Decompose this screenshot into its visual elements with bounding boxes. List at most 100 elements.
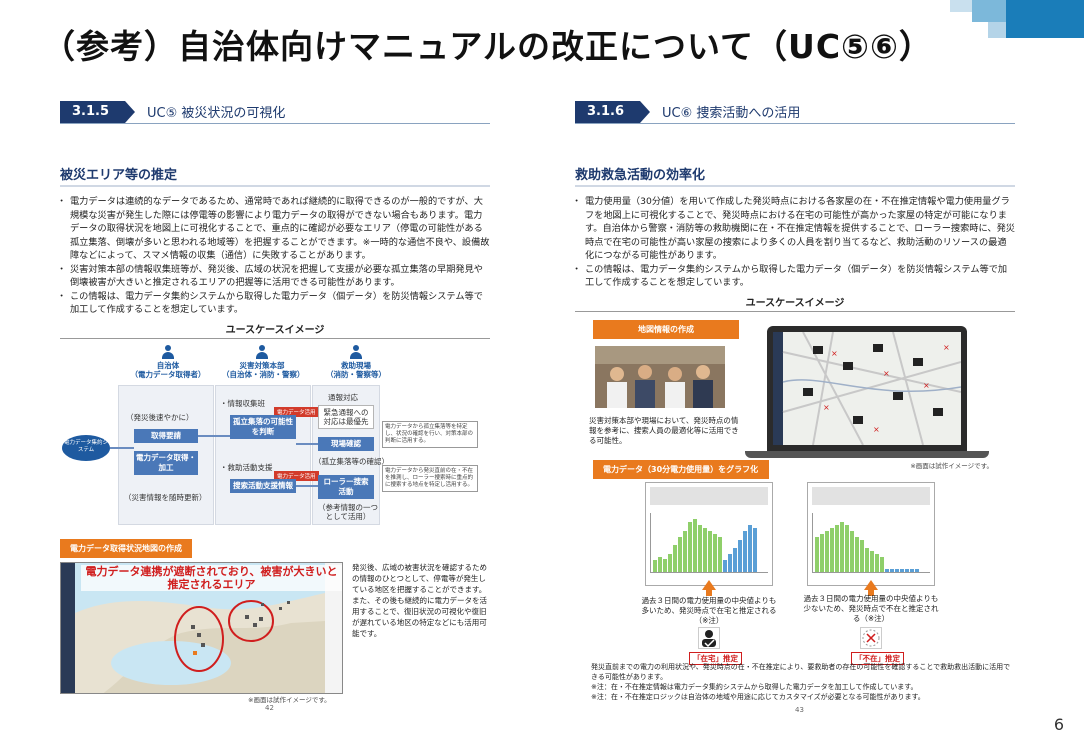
acquire-process-box: 電力データ取得・加工 [134,450,198,475]
laptop-screen: ×× ×× ×× [767,325,967,451]
usage-bar [738,539,742,572]
arrow-line [296,442,318,445]
svg-text:×: × [831,349,838,358]
usage-bar [865,548,869,572]
usage-bar [895,569,899,572]
usage-bar [870,551,874,572]
map-red-label: 電力データ連携が遮断されており、被害が大きいと推定されるエリア [81,564,342,591]
photo-caption: 災害対策本部や現場において、発災時点の情報を参考に、捜索人員の最適化等に活用でき… [589,415,739,445]
map-info-tag: 地図情報の作成 [593,319,739,339]
usage-bar [723,560,727,572]
usage-bar [835,524,839,572]
pre-disaster-text: （発災後速やかに） [126,412,194,422]
search-support-box: 捜索活動支援情報 [230,478,296,493]
usecase-diagram: 自治体（電力データ取得者） 災害対策本部（自治体・消防・警察） 救助現場（消防・… [60,343,490,533]
right-bullets: 電力使用量（30分値）を用いて作成した発災時点における各家屋の在・不在推定情報や… [572,195,1015,290]
map-creation-tag: 電力データ取得状況地図の作成 [60,538,192,558]
slide-title: （参考）自治体向けマニュアルの改正について（UC⑤⑥） [42,27,933,66]
usage-bar [733,548,737,572]
isolated-judge-box: 孤立集落の可能性を判断 [230,414,296,439]
svg-text:×: × [873,425,880,434]
left-bullet: この情報は、電力データ集約システムから取得した電力データ（個データ）を防災情報シ… [57,290,490,317]
right-section-number: 3.1.6 [575,100,651,123]
usage-bar [845,524,849,572]
left-page-number: 42 [265,704,274,712]
left-usecase-label: ユースケースイメージ [60,321,490,339]
usage-bar [708,530,712,572]
footnote: ※注：在・不在推定ロジックは自治体の地域や用途に応じてカスタマイズが必要となる可… [591,693,925,701]
right-bullet: 電力使用量（30分値）を用いて作成した発災時点における各家屋の在・不在推定情報や… [572,195,1015,263]
arrow-up-icon [702,580,716,590]
roller-search-box: ローラー捜索活動 [318,474,374,499]
person-icon [256,344,268,359]
isolated-confirm-text: （孤立集落等の確認） [314,456,389,466]
usage-bar [850,530,854,572]
arrow-line [296,484,318,487]
usage-chart-away [807,482,935,586]
person-away-icon [860,627,882,649]
usage-bar [718,536,722,572]
emergency-label: 通報対応 [328,392,358,402]
actor-hq: 災害対策本部（自治体・消防・警察） [222,344,305,379]
verdict-away: 「不在」推定 [851,652,904,665]
left-section-number: 3.1.5 [60,100,136,123]
map-area: 電力データ連携が遮断されており、被害が大きいと推定されるエリア 発災後、広域の被… [60,561,490,694]
actor-rescue-site: 救助現場（消防・警察等） [316,344,396,379]
info-collect-text: ・情報収集班 [220,398,265,408]
update-text: （災害情報を随時更新） [124,492,207,502]
laptop-display: ×× ×× ×× [773,331,961,445]
usage-chart-home [645,482,773,586]
usage-bar [748,524,752,572]
system-ellipse: 電力データ集約システム [62,434,110,461]
right-section-title: UC⑥ 捜索活動への活用 [662,106,801,121]
usage-bar [890,569,894,572]
left-panel: 3.1.5 UC⑤ 被災状況の可視化 被災エリア等の推定 電力データは連続的なデ… [57,100,490,715]
graph-tag: 電力データ（30分電力使用量）をグラフ化 [593,460,769,479]
usage-bar [885,569,889,572]
footnote: ※注：在・不在推定情報は電力データ集約システムから取得した電力データを加工して作… [591,683,918,691]
right-usecase-visual: 地図情報の作成 災害対策本部や現場において、発災時点の情報を参考に、捜索人員の最… [575,319,1015,470]
person-icon [162,344,174,359]
usage-bar [900,569,904,572]
bar-plot-away [812,513,930,573]
verdict-home: 「在宅」推定 [689,652,742,665]
usage-bar [815,536,819,572]
usage-bar [703,527,707,572]
usage-bar [658,557,662,572]
person-home-icon [698,627,720,649]
usage-bar [860,539,864,572]
left-section-header: 3.1.5 UC⑤ 被災状況の可視化 [60,100,490,124]
usage-bar [743,530,747,572]
right-panel: 3.1.6 UC⑥ 捜索活動への活用 救助救急活動の効率化 電力使用量（30分値… [572,100,1015,715]
chart-header [812,487,930,505]
footnote: 発災直前までの電力の利用状況や、発災時点の在・不在推定により、要救助者の存在の可… [591,663,1011,681]
usage-bar [880,557,884,572]
right-screen-note: ※画面は試作イメージです。 [910,461,993,470]
page-number: 6 [1053,715,1064,734]
left-sub-heading: 被災エリア等の推定 [60,164,490,187]
left-bullets: 電力データは連続的なデータであるため、通常時であれば継続的に取得できるのが一般的… [57,195,490,317]
usage-bar [728,554,732,572]
acquire-request-box: 取得要請 [134,428,198,443]
red-tag: 電力データ活用 [274,406,319,417]
usage-bar [653,560,657,572]
right-bullet: この情報は、電力データ集約システムから取得した電力データ（個データ）を防災情報シ… [572,263,1015,290]
chart-header [650,487,768,505]
right-page-number: 43 [795,706,804,714]
field-check-box: 現場確認 [318,436,374,451]
usage-bar [693,518,697,572]
corner-decoration [934,0,1084,38]
usage-bar [830,527,834,572]
usage-bar [698,524,702,572]
svg-text:×: × [883,369,890,378]
ref-info-text: （参考情報の一つとして活用） [318,502,378,521]
left-section-title: UC⑤ 被災状況の可視化 [147,106,286,121]
right-section-header: 3.1.6 UC⑥ 捜索活動への活用 [575,100,1015,124]
arrow-stem [868,590,874,596]
usage-bar [678,536,682,572]
laptop-map-graphic: ×× ×× ×× [773,331,961,445]
usage-bar [840,521,844,572]
note-box-search: 電力データから発災直前の在・不在を推測し、ローラー捜索時に重点的に捜索する地点を… [382,464,478,492]
usage-bar [825,530,829,572]
field-photo [595,345,725,408]
